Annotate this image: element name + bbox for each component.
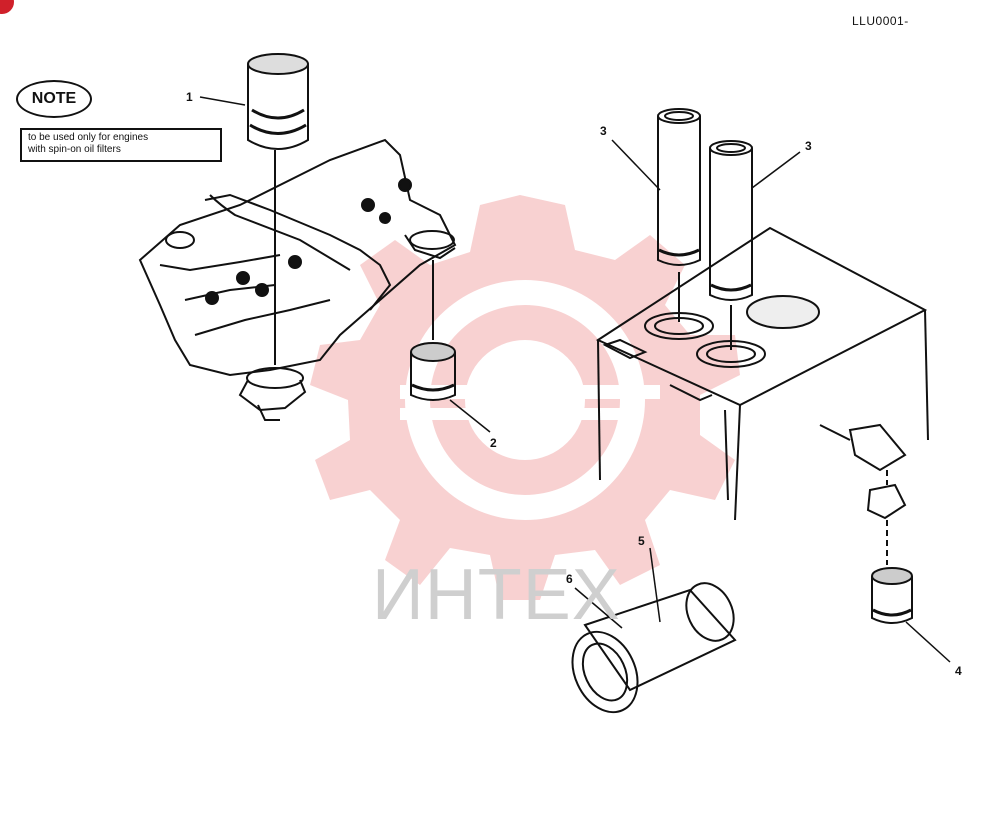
callout-2: 2 <box>490 436 497 450</box>
leader-line-4 <box>905 621 951 663</box>
callout-3a: 3 <box>600 124 607 138</box>
filter-head-left <box>238 367 307 421</box>
watermark-gear-logo <box>310 195 740 600</box>
callout-1: 1 <box>186 90 193 104</box>
leader-line-5 <box>649 547 661 623</box>
leader-line-6 <box>574 587 623 629</box>
note-line-2: with spin-on oil filters <box>28 144 121 155</box>
note-box: to be used only for engines with spin-on… <box>20 128 222 162</box>
leader-line-1 <box>199 96 246 106</box>
engine-block <box>138 138 457 377</box>
fuel-filter-element-3b <box>709 140 753 301</box>
callout-5: 5 <box>638 534 645 548</box>
callout-3b: 3 <box>805 139 812 153</box>
drawing-id: LLU0001- <box>852 14 909 28</box>
fuel-filter-element-3a <box>657 108 701 266</box>
air-filter-element-5 <box>583 582 737 692</box>
oil-filter-cartridge-1 <box>247 53 309 150</box>
leader-line-3b <box>751 151 801 189</box>
oil-filter-element-2 <box>410 342 456 401</box>
filter-head-right <box>404 230 456 260</box>
note-line-1: to be used only for engines <box>28 132 149 143</box>
fuel-filter-element-4 <box>871 567 913 624</box>
watermark-text: ИНТЕХ <box>372 555 621 635</box>
bracket-assembly <box>819 423 907 520</box>
filter-housing <box>595 226 929 521</box>
leader-line-2 <box>449 399 491 433</box>
leader-line-3a <box>611 139 661 191</box>
air-filter-element-6 <box>571 630 639 714</box>
note-badge: NOTE <box>16 80 92 118</box>
callout-6: 6 <box>566 572 573 586</box>
callout-4: 4 <box>955 664 962 678</box>
